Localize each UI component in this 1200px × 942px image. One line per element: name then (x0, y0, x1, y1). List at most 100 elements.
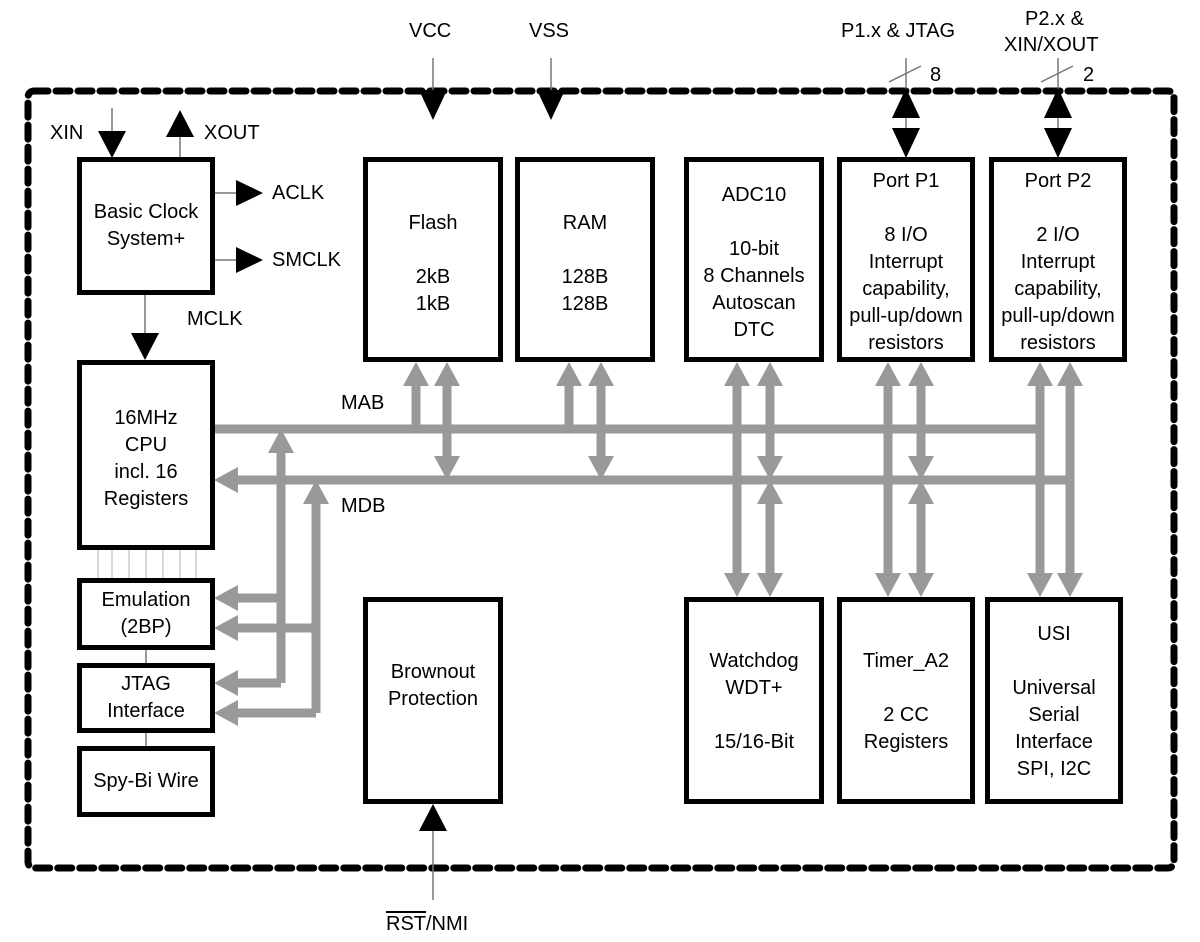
block-text: 128B (561, 293, 609, 315)
bus-arrow-icon (1057, 573, 1083, 597)
p1-arrow-up-icon (892, 88, 920, 118)
p2-width-tick (1040, 65, 1074, 83)
mdb-arrow-icon (908, 480, 934, 504)
mdb-arrow-icon (757, 480, 783, 504)
mab-label: MAB (341, 392, 385, 414)
block-title: Timer_A2 (863, 650, 949, 672)
mdb-arrow-icon (757, 456, 783, 480)
block-text: resistors (868, 332, 944, 354)
block-text: JTAG (121, 673, 171, 695)
mdb-arrow-icon (434, 456, 460, 480)
block-text: Interface (1015, 731, 1093, 753)
block-text: Protection (387, 687, 479, 710)
p1-label: P1.x & JTAG (841, 20, 956, 42)
mdb-arrow-icon (588, 456, 614, 480)
xin-arrow-icon (98, 131, 126, 158)
mdb-debug-arrow-icon (303, 480, 329, 504)
aclk-label: ACLK (272, 182, 325, 204)
vss-label: VSS (529, 20, 570, 42)
block-text: Registers (863, 731, 949, 753)
rst-arrow-icon (419, 804, 447, 831)
usi-block: USI Universal Serial Interface SPI, I2C (985, 597, 1123, 804)
jtag-interface-block: JTAG Interface (77, 663, 215, 733)
timer-a2-block: Timer_A2 2 CC Registers (837, 597, 975, 804)
mab-arrow-icon (875, 573, 901, 597)
p2-arrow-down-icon (1044, 128, 1072, 158)
block-title: ADC10 (721, 184, 787, 206)
mab-arrow-icon (875, 362, 901, 386)
block-text: DTC (733, 319, 775, 341)
jtag-mdb-arrow-icon (214, 700, 238, 726)
block-text: Interrupt (868, 251, 944, 273)
mdb-arrow-icon (908, 362, 934, 386)
spy-bi-wire-block: Spy-Bi Wire (77, 746, 215, 817)
block-text: Autoscan (712, 292, 796, 314)
mab-arrow-icon (556, 362, 582, 386)
xout-arrow-icon (166, 110, 194, 137)
watchdog-block: Watchdog WDT+ 15/16-Bit (684, 597, 824, 804)
aclk-arrow-icon (236, 180, 263, 206)
p2-label-line1: P2.x & (1025, 8, 1084, 30)
block-title: USI (1037, 623, 1071, 645)
block-text: SPI, I2C (1016, 758, 1092, 780)
block-text: 2kB (415, 266, 451, 288)
block-text: Interface (107, 700, 185, 722)
rst-label: RST (386, 913, 426, 935)
block-title: Flash (408, 212, 458, 234)
block-text: capability, (1014, 278, 1102, 300)
mclk-label: MCLK (187, 308, 243, 330)
xout-label: XOUT (204, 122, 260, 144)
ram-block: RAM 128B 128B (515, 157, 655, 362)
mdb-arrow-icon (908, 456, 934, 480)
block-text: System+ (106, 228, 186, 250)
port-p2-block: Port P2 2 I/O Interrupt capability, pull… (989, 157, 1127, 362)
bus-arrow-icon (1027, 362, 1053, 386)
p2-label-line2: XIN/XOUT (1004, 34, 1099, 56)
mdb-arrow-icon (757, 573, 783, 597)
mdb-arrow-icon (757, 362, 783, 386)
mdb-label: MDB (341, 495, 386, 517)
cpu-block: 16MHz CPU incl. 16 Registers (77, 360, 215, 550)
block-text: (2BP) (120, 616, 172, 638)
mdb-arrow-icon (908, 573, 934, 597)
block-text: Universal (1012, 677, 1096, 699)
block-text: Brownout (390, 660, 476, 683)
block-text: 8 Channels (703, 265, 805, 287)
bus-arrow-icon (1057, 362, 1083, 386)
block-text: 15/16-Bit (713, 731, 795, 753)
adc10-block: ADC10 10-bit 8 Channels Autoscan DTC (684, 157, 824, 362)
block-title: Port P1 (872, 170, 940, 192)
nmi-label: /NMI (426, 913, 469, 935)
block-text: 8 I/O (884, 224, 928, 246)
block-text: resistors (1020, 332, 1096, 354)
cpu-mdb-arrow-icon (214, 467, 238, 493)
flash-block: Flash 2kB 1kB (363, 157, 503, 362)
block-text: incl. 16 (114, 461, 178, 483)
mab-debug-arrow-icon (268, 429, 294, 453)
block-text: 10-bit (728, 238, 780, 260)
bus-arrow-icon (1027, 573, 1053, 597)
mab-arrow-icon (724, 573, 750, 597)
emulation-mab-arrow-icon (214, 585, 238, 611)
emulation-mdb-arrow-icon (214, 615, 238, 641)
vss-arrow-icon (537, 90, 565, 120)
block-text: pull-up/down (1001, 305, 1115, 327)
block-text: 2 I/O (1036, 224, 1080, 246)
block-text: 1kB (415, 293, 451, 315)
mab-arrow-icon (724, 362, 750, 386)
xin-label: XIN (50, 122, 84, 144)
chip-boundary (24, 87, 1178, 872)
p1-width-tick (888, 65, 922, 83)
block-text: Basic Clock (93, 201, 199, 223)
p1-arrow-down-icon (892, 128, 920, 158)
p2-arrow-up-icon (1044, 88, 1072, 118)
block-text: 16MHz (114, 407, 178, 429)
block-title: RAM (562, 212, 608, 234)
brownout-block: Brownout Protection (363, 597, 503, 804)
block-text: Watchdog (709, 650, 799, 672)
mdb-arrow-icon (434, 362, 460, 386)
smclk-arrow-icon (236, 247, 263, 273)
block-title: Port P2 (1024, 170, 1092, 192)
block-text: Emulation (101, 589, 191, 611)
